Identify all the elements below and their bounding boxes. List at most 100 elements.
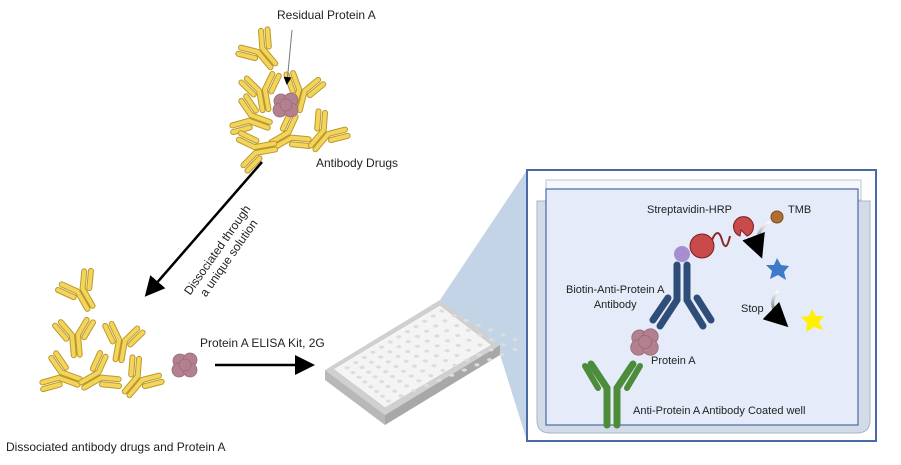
plate-well (455, 343, 461, 348)
plate-well (416, 379, 422, 383)
plate-well (413, 354, 420, 358)
plate-well (385, 360, 391, 364)
plate-well (488, 338, 495, 342)
plate-well (461, 368, 467, 372)
plate-well (396, 335, 402, 339)
plate-well (444, 339, 451, 343)
plate-well (379, 394, 386, 398)
plate-well (440, 368, 446, 373)
plate-well (454, 353, 460, 357)
plate-well (389, 374, 396, 379)
plate-well (465, 328, 471, 332)
plate-well (379, 380, 385, 384)
antibody-drug-cluster (230, 27, 349, 171)
plate-well (422, 359, 428, 363)
plate-well (405, 349, 411, 354)
plate-well (488, 348, 494, 352)
well-detail-panel (526, 169, 877, 442)
plate-well (400, 369, 407, 373)
plate-well (353, 361, 359, 365)
streptavidin-hrp-label: Streptavidin-HRP (647, 204, 732, 216)
plate-well (393, 364, 399, 369)
plate-well (396, 345, 402, 349)
plate-well (434, 344, 440, 348)
plate-well (424, 349, 430, 353)
plate-well (451, 314, 457, 318)
plate-well (414, 334, 420, 338)
plate-well (362, 380, 368, 384)
plate-well (449, 373, 455, 377)
plate-well (375, 365, 382, 369)
plate-well (475, 323, 482, 327)
plate-well (499, 352, 505, 357)
plate-well (463, 318, 469, 323)
biotin-antibody-label-line1: Biotin-Anti-Protein A (566, 284, 665, 296)
plate-well (486, 358, 493, 362)
plate-well (442, 358, 449, 363)
plate-well (423, 329, 430, 333)
plate-well (382, 370, 389, 374)
plate-well (439, 309, 445, 313)
plate-well (385, 399, 392, 403)
plate-well (392, 389, 398, 393)
plate-well (455, 333, 461, 338)
plate-well (361, 355, 367, 360)
tmb-label: TMB (788, 204, 812, 216)
plate-well (464, 358, 470, 362)
plate-well (476, 353, 482, 357)
dissociated-result-label: Dissociated antibody drugs and Protein A (6, 440, 226, 454)
plate-well (414, 344, 421, 348)
coated-well-label: Anti-Protein A Antibody Coated well (633, 405, 806, 417)
plate-well (512, 337, 518, 342)
plate-well (359, 365, 365, 369)
plate-well (454, 324, 460, 328)
biotin-antibody-label-line2: Antibody (593, 299, 637, 311)
plate-well (405, 339, 411, 344)
biotin-antibody-label: Biotin-Anti-Protein A Antibody (566, 283, 664, 313)
plate-well (424, 339, 430, 343)
plate-well (488, 328, 494, 332)
plate-well (474, 363, 480, 367)
dissociated-antibodies (40, 268, 198, 405)
kit-label: Protein A ELISA Kit, 2G (200, 336, 325, 350)
plate-well (378, 355, 384, 359)
elisa-plate (325, 300, 531, 425)
plate-well (356, 375, 362, 379)
plate-well (395, 355, 401, 359)
protein-a-label: Protein A (651, 355, 696, 367)
plate-well (387, 340, 393, 344)
plate-well (374, 389, 380, 394)
plate-well (387, 350, 393, 354)
plate-well (413, 324, 419, 329)
plate-well (411, 389, 417, 393)
plate-well (368, 360, 375, 364)
plate-well (430, 314, 436, 318)
plate-well (385, 384, 391, 388)
plate-well (423, 383, 429, 388)
plate-well (420, 369, 426, 373)
plate-well (398, 394, 404, 398)
plate-well (436, 378, 442, 382)
plate-well (370, 350, 376, 354)
plate-well (422, 319, 428, 323)
plate-well (444, 349, 450, 353)
plate-well (344, 366, 350, 370)
dissociation-arrow (144, 161, 263, 297)
plate-well (500, 343, 506, 347)
plate-well (350, 370, 356, 375)
residual-protein-a-label: Residual Protein A (277, 8, 376, 22)
plate-well (433, 324, 439, 328)
plate-well (379, 345, 385, 349)
plate-well (372, 375, 378, 379)
plate-well (411, 364, 418, 368)
antibody-drugs-label: Antibody Drugs (316, 156, 399, 170)
plate-well (408, 374, 414, 378)
plate-well (512, 347, 518, 351)
plate-well (477, 333, 483, 337)
plate-well (404, 384, 410, 388)
plate-well (366, 370, 372, 374)
plate-well (452, 363, 458, 367)
plate-well (433, 354, 439, 358)
plate-well (397, 379, 403, 383)
